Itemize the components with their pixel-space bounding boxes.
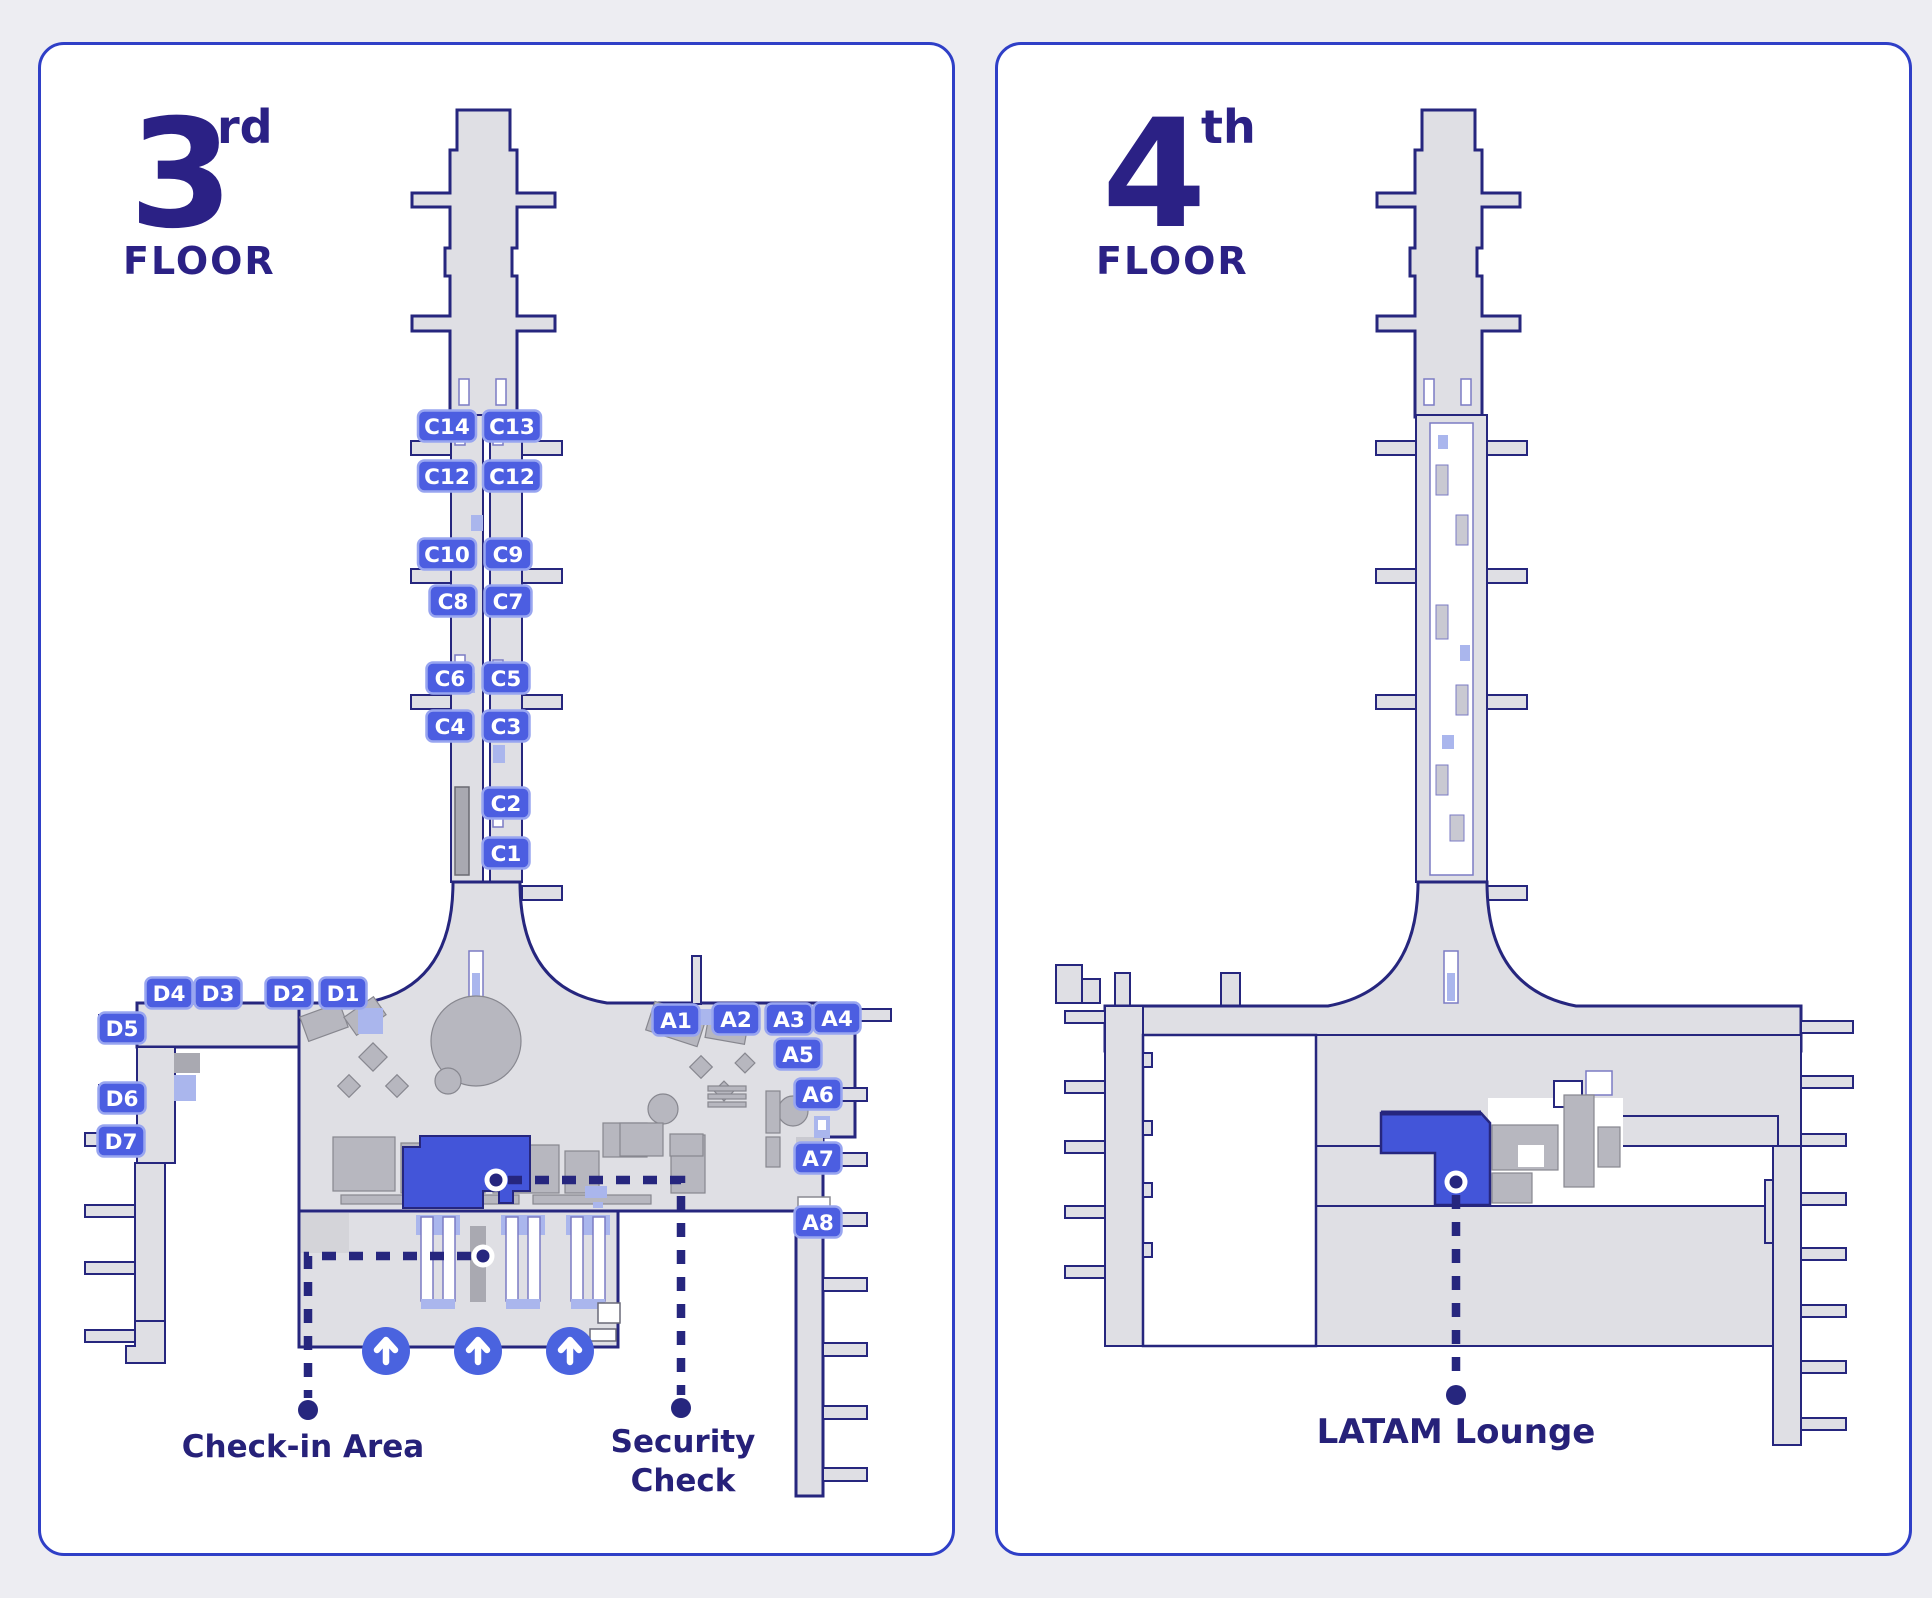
gate-badge-c2: C2 — [481, 786, 531, 820]
gate-badge-c3: C3 — [481, 709, 531, 743]
gate-badge-c6: C6 — [425, 661, 475, 695]
gate-badge-c7: C7 — [483, 584, 533, 618]
svg-text:A3: A3 — [773, 1008, 805, 1033]
gate-badge-c12: C12 — [416, 459, 478, 493]
floor3-title: 3 rd FLOOR — [123, 88, 276, 283]
up-arrow-icon — [362, 1327, 410, 1375]
floor4-number: 4 — [1102, 88, 1206, 262]
security-check-label-line1: Security — [611, 1424, 756, 1460]
floor4-leader-lines — [1444, 1170, 1468, 1405]
gate-badge-a8: A8 — [793, 1205, 843, 1239]
svg-text:C2: C2 — [491, 792, 522, 817]
gate-badge-c10: C10 — [416, 537, 478, 571]
lounge-label-dot — [1446, 1385, 1466, 1405]
gate-badge-c9: C9 — [483, 537, 533, 571]
svg-text:C4: C4 — [435, 715, 466, 740]
floor3-map: C14C13C12C12C10C9C8C7C6C5C4C3C2C1D4D3D2D… — [84, 88, 892, 1499]
gate-badge-c14: C14 — [416, 409, 478, 443]
up-arrow-icon — [546, 1327, 594, 1375]
gate-badge-d6: D6 — [97, 1081, 147, 1115]
security-check-label-line2: Check — [631, 1463, 737, 1499]
floor4-panel: 4 th FLOOR LATAM Lounge — [995, 42, 1912, 1556]
gate-badge-d2: D2 — [264, 976, 314, 1010]
security-area-highlight — [402, 1135, 531, 1209]
gate-badge-d4: D4 — [144, 976, 194, 1010]
svg-text:D6: D6 — [106, 1087, 139, 1112]
gate-badge-a2: A2 — [711, 1002, 761, 1036]
security-label-dot — [671, 1398, 691, 1418]
floor4-lounge-area — [1379, 1070, 1623, 1207]
gate-badge-a3: A3 — [764, 1002, 814, 1036]
floor3-ordinal: rd — [217, 100, 273, 154]
svg-text:A8: A8 — [802, 1211, 834, 1236]
svg-text:A2: A2 — [720, 1008, 752, 1033]
floor4-word: FLOOR — [1096, 239, 1249, 283]
floor4-map: 4 th FLOOR LATAM Lounge — [1055, 88, 1854, 1452]
entrance-arrow-icons — [362, 1327, 594, 1375]
gate-badge-a7: A7 — [793, 1141, 843, 1175]
gate-badge-a5: A5 — [773, 1037, 823, 1071]
up-arrow-icon — [454, 1327, 502, 1375]
floor4-main-body — [1055, 880, 1854, 1446]
checkin-label-dot — [298, 1400, 318, 1420]
gate-badge-d1: D1 — [318, 976, 368, 1010]
svg-text:C7: C7 — [493, 590, 524, 615]
latam-lounge-label: LATAM Lounge — [1317, 1412, 1596, 1452]
svg-text:C14: C14 — [424, 415, 470, 440]
gate-badge-a6: A6 — [793, 1077, 843, 1111]
floor3-north-pier — [410, 108, 557, 419]
svg-text:C13: C13 — [489, 415, 535, 440]
svg-text:A1: A1 — [660, 1009, 692, 1034]
svg-text:C10: C10 — [424, 543, 470, 568]
gate-badge-a4: A4 — [812, 1001, 862, 1035]
svg-text:D1: D1 — [327, 982, 360, 1007]
gate-badge-d3: D3 — [193, 976, 243, 1010]
svg-text:C1: C1 — [491, 842, 522, 867]
gate-badge-c1: C1 — [481, 836, 531, 870]
leader-lines — [298, 1168, 691, 1420]
gate-badge-a1: A1 — [651, 1003, 701, 1037]
svg-text:C9: C9 — [493, 543, 524, 568]
svg-text:D5: D5 — [106, 1017, 139, 1042]
svg-text:A7: A7 — [802, 1147, 834, 1172]
floor3-checkin-hall — [297, 1209, 621, 1349]
checkin-area-label: Check-in Area — [182, 1429, 424, 1465]
gate-badge-c5: C5 — [481, 661, 531, 695]
svg-text:C5: C5 — [491, 667, 522, 692]
svg-text:A5: A5 — [782, 1043, 814, 1068]
gate-badge-c8: C8 — [428, 584, 478, 618]
floor4-concourse — [1375, 414, 1528, 901]
floor4-title: 4 th FLOOR — [1096, 88, 1256, 283]
svg-text:C6: C6 — [435, 667, 466, 692]
gate-badge-c13: C13 — [481, 409, 543, 443]
svg-text:D7: D7 — [105, 1130, 138, 1155]
svg-text:D3: D3 — [202, 982, 235, 1007]
svg-text:A6: A6 — [802, 1083, 834, 1108]
svg-text:C3: C3 — [491, 715, 522, 740]
gate-badge-d7: D7 — [96, 1124, 146, 1158]
floor3-number: 3 — [129, 88, 233, 262]
gate-badge-c4: C4 — [425, 709, 475, 743]
floor3-word: FLOOR — [123, 239, 276, 283]
checkin-counters — [416, 1215, 610, 1309]
floor3-d-wing — [84, 1001, 301, 1364]
svg-text:C8: C8 — [438, 590, 469, 615]
svg-text:C12: C12 — [489, 465, 535, 490]
svg-text:D4: D4 — [153, 982, 186, 1007]
checkin-leader-line — [303, 1251, 471, 1398]
svg-text:C12: C12 — [424, 465, 470, 490]
floor4-ordinal: th — [1201, 100, 1256, 154]
security-leader-line — [508, 1175, 686, 1395]
gate-badge-c12: C12 — [481, 459, 543, 493]
floor4-north-pier — [1375, 108, 1522, 419]
svg-text:D2: D2 — [273, 982, 306, 1007]
svg-text:A4: A4 — [821, 1007, 853, 1032]
gate-badge-d5: D5 — [97, 1011, 147, 1045]
